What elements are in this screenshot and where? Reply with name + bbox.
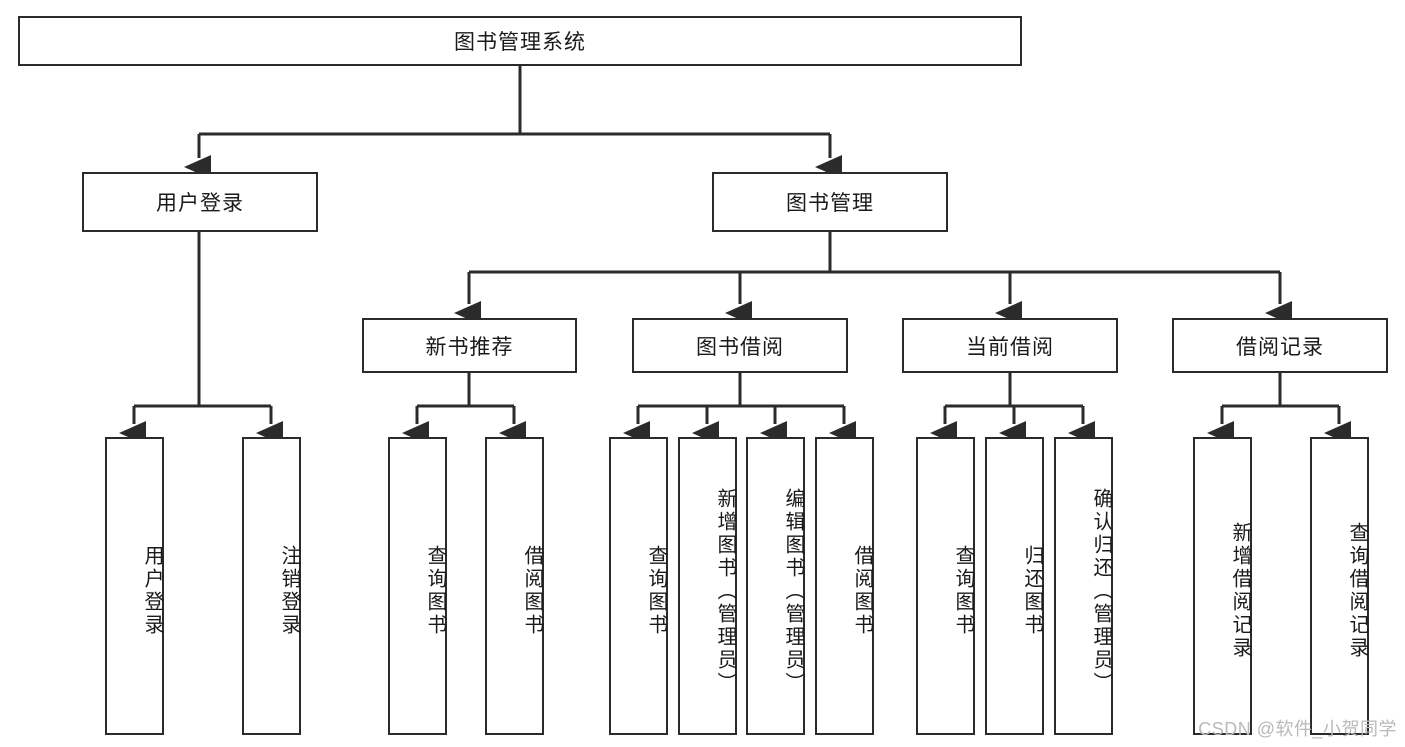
leaf-book-borrow-query[interactable]: 查询图书 — [609, 437, 668, 735]
node-label: 当前借阅 — [966, 335, 1054, 359]
leaf-label: 编辑图书（管理员） — [782, 487, 804, 695]
leaf-label: 查询图书 — [645, 545, 667, 637]
leaf-current-borrow-confirm[interactable]: 确认归还（管理员） — [1054, 437, 1113, 735]
node-label: 借阅记录 — [1236, 335, 1324, 359]
node-new-book-recommend[interactable]: 新书推荐 — [362, 318, 577, 373]
leaf-book-borrow-borrow[interactable]: 借阅图书 — [815, 437, 874, 735]
leaf-label: 确认归还（管理员） — [1090, 487, 1112, 695]
leaf-label: 注销登录 — [278, 545, 300, 637]
node-book-management[interactable]: 图书管理 — [712, 172, 948, 232]
node-book-borrow[interactable]: 图书借阅 — [632, 318, 848, 373]
leaf-label: 借阅图书 — [851, 545, 873, 637]
leaf-book-borrow-add[interactable]: 新增图书（管理员） — [678, 437, 737, 735]
leaf-label: 借阅图书 — [521, 545, 543, 637]
node-root-system[interactable]: 图书管理系统 — [18, 16, 1022, 66]
leaf-borrow-record-add[interactable]: 新增借阅记录 — [1193, 437, 1252, 735]
node-label: 图书管理系统 — [454, 31, 586, 54]
node-label: 新书推荐 — [425, 335, 514, 359]
leaf-current-borrow-query[interactable]: 查询图书 — [916, 437, 975, 735]
node-label: 用户登录 — [156, 192, 244, 215]
node-borrow-record[interactable]: 借阅记录 — [1172, 318, 1388, 373]
leaf-label: 新增借阅记录 — [1229, 522, 1251, 660]
node-user-login[interactable]: 用户登录 — [82, 172, 318, 232]
leaf-label: 查询图书 — [952, 545, 974, 637]
csdn-watermark: CSDN @软件_小贺同学 — [1198, 719, 1397, 739]
leaf-new-book-borrow[interactable]: 借阅图书 — [485, 437, 544, 735]
leaf-label: 新增图书（管理员） — [714, 487, 736, 695]
leaf-borrow-record-query[interactable]: 查询借阅记录 — [1310, 437, 1369, 735]
node-label: 图书管理 — [786, 192, 874, 215]
leaf-current-borrow-return[interactable]: 归还图书 — [985, 437, 1044, 735]
leaf-book-borrow-edit[interactable]: 编辑图书（管理员） — [746, 437, 805, 735]
leaf-label: 查询借阅记录 — [1346, 522, 1368, 660]
leaf-label: 用户登录 — [141, 545, 163, 637]
leaf-new-book-query[interactable]: 查询图书 — [388, 437, 447, 735]
leaf-user-login-logout[interactable]: 注销登录 — [242, 437, 301, 735]
leaf-label: 查询图书 — [424, 545, 446, 637]
leaf-label: 归还图书 — [1021, 545, 1043, 637]
node-label: 图书借阅 — [696, 335, 784, 359]
leaf-user-login-login[interactable]: 用户登录 — [105, 437, 164, 735]
node-current-borrow[interactable]: 当前借阅 — [902, 318, 1118, 373]
